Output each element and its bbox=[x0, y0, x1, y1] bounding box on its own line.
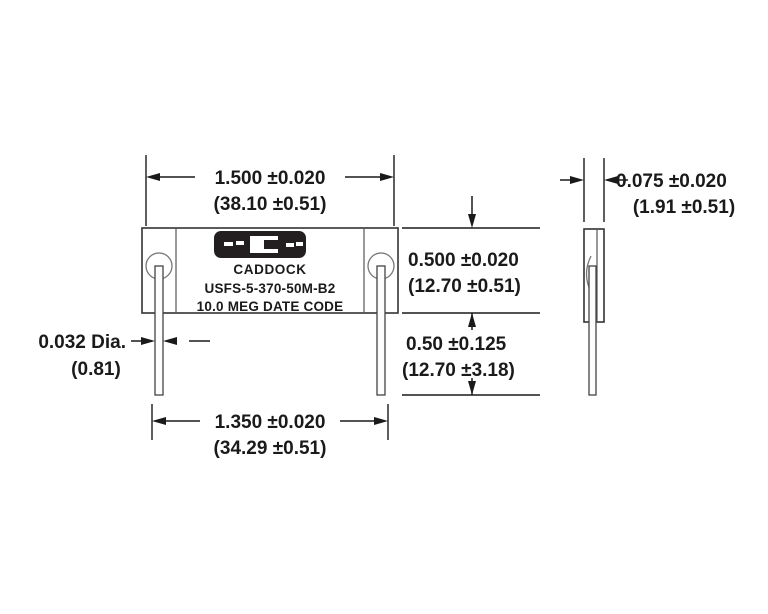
caddock-logo-badge bbox=[214, 231, 306, 258]
body-thickness-inch: 0.075 ±0.020 bbox=[616, 171, 727, 192]
side-view bbox=[583, 228, 605, 396]
lead-spacing-metric: (34.29 ±0.51) bbox=[214, 438, 327, 459]
overall-length-metric: (38.10 ±0.51) bbox=[214, 194, 327, 215]
lead-length-inch: 0.50 ±0.125 bbox=[406, 334, 507, 355]
lead-diameter-metric: (0.81) bbox=[71, 359, 121, 380]
body-height-inch: 0.500 ±0.020 bbox=[408, 250, 519, 271]
overall-length-inch: 1.500 ±0.020 bbox=[215, 168, 326, 189]
lead-spacing-dimension: 1.350 ±0.020 (34.29 ±0.51) bbox=[151, 404, 389, 459]
body-thickness-metric: (1.91 ±0.51) bbox=[633, 197, 735, 218]
lead-length-dimension: 0.50 ±0.125 (12.70 ±3.18) bbox=[402, 312, 540, 396]
body-rating-text: 10.0 MEG DATE CODE bbox=[197, 299, 344, 314]
body-height-dimension: 0.500 ±0.020 (12.70 ±0.51) bbox=[402, 196, 540, 297]
lead-diameter-dimension: 0.032 Dia. (0.81) bbox=[38, 332, 210, 380]
left-lead bbox=[154, 265, 164, 396]
overall-length-dimension: 1.500 ±0.020 (38.10 ±0.51) bbox=[145, 155, 395, 226]
body-part-number-text: USFS-5-370-50M-B2 bbox=[205, 281, 336, 296]
front-view: CADDOCK USFS-5-370-50M-B2 10.0 MEG DATE … bbox=[141, 227, 399, 396]
lead-length-metric: (12.70 ±3.18) bbox=[402, 360, 515, 381]
body-height-metric: (12.70 ±0.51) bbox=[408, 276, 521, 297]
side-lead bbox=[588, 265, 597, 396]
body-thickness-dimension: 0.075 ±0.020 (1.91 ±0.51) bbox=[560, 158, 735, 222]
right-lead bbox=[376, 265, 386, 396]
body-brand-text: CADDOCK bbox=[233, 262, 306, 277]
lead-spacing-inch: 1.350 ±0.020 bbox=[215, 412, 326, 433]
lead-diameter-inch: 0.032 Dia. bbox=[38, 332, 126, 353]
